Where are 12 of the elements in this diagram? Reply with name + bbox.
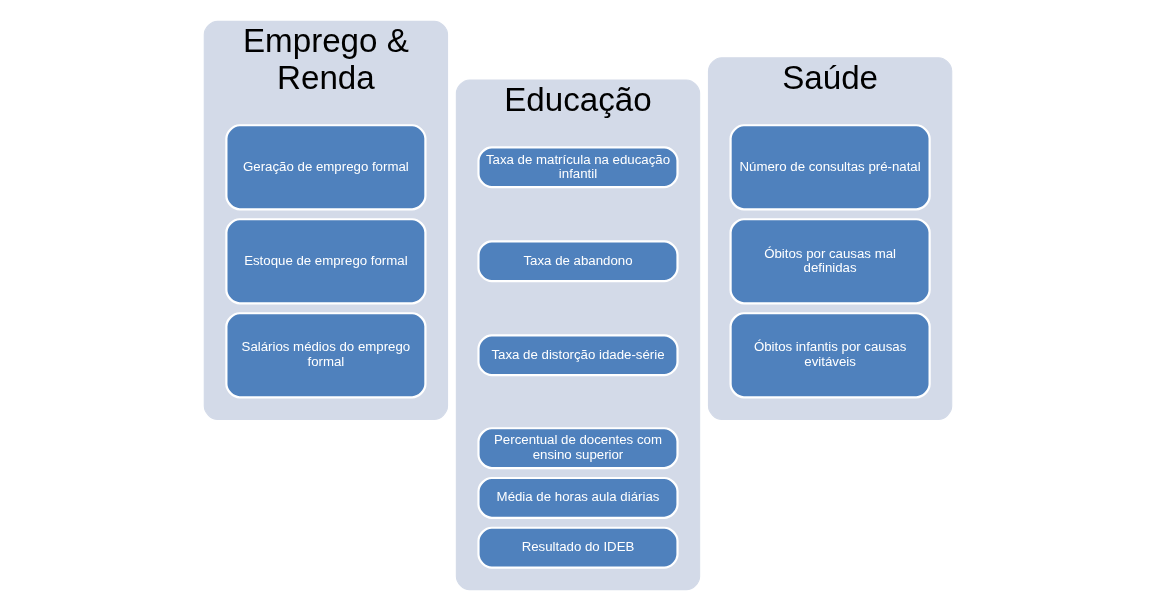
node-box: Estoque de emprego formal	[224, 218, 426, 305]
node-box: Óbitos por causas mal definidas	[729, 218, 931, 305]
node-box: Taxa de abandono	[476, 240, 679, 283]
node-box: Percentual de docentes com ensino superior	[476, 427, 679, 470]
node-box: Taxa de matrícula na educação infantil	[476, 146, 679, 189]
node-box: Número de consultas pré-natal	[729, 124, 931, 211]
node-box: Geração de emprego formal	[224, 124, 426, 211]
node-box: Média de horas aula diárias	[476, 476, 679, 519]
node-box: Resultado do IDEB	[476, 526, 679, 569]
node-box: Salários médios do emprego formal	[224, 312, 426, 399]
node-box: Óbitos infantis por causas evitáveis	[729, 312, 931, 399]
node-box: Taxa de distorção idade-série	[476, 334, 679, 377]
